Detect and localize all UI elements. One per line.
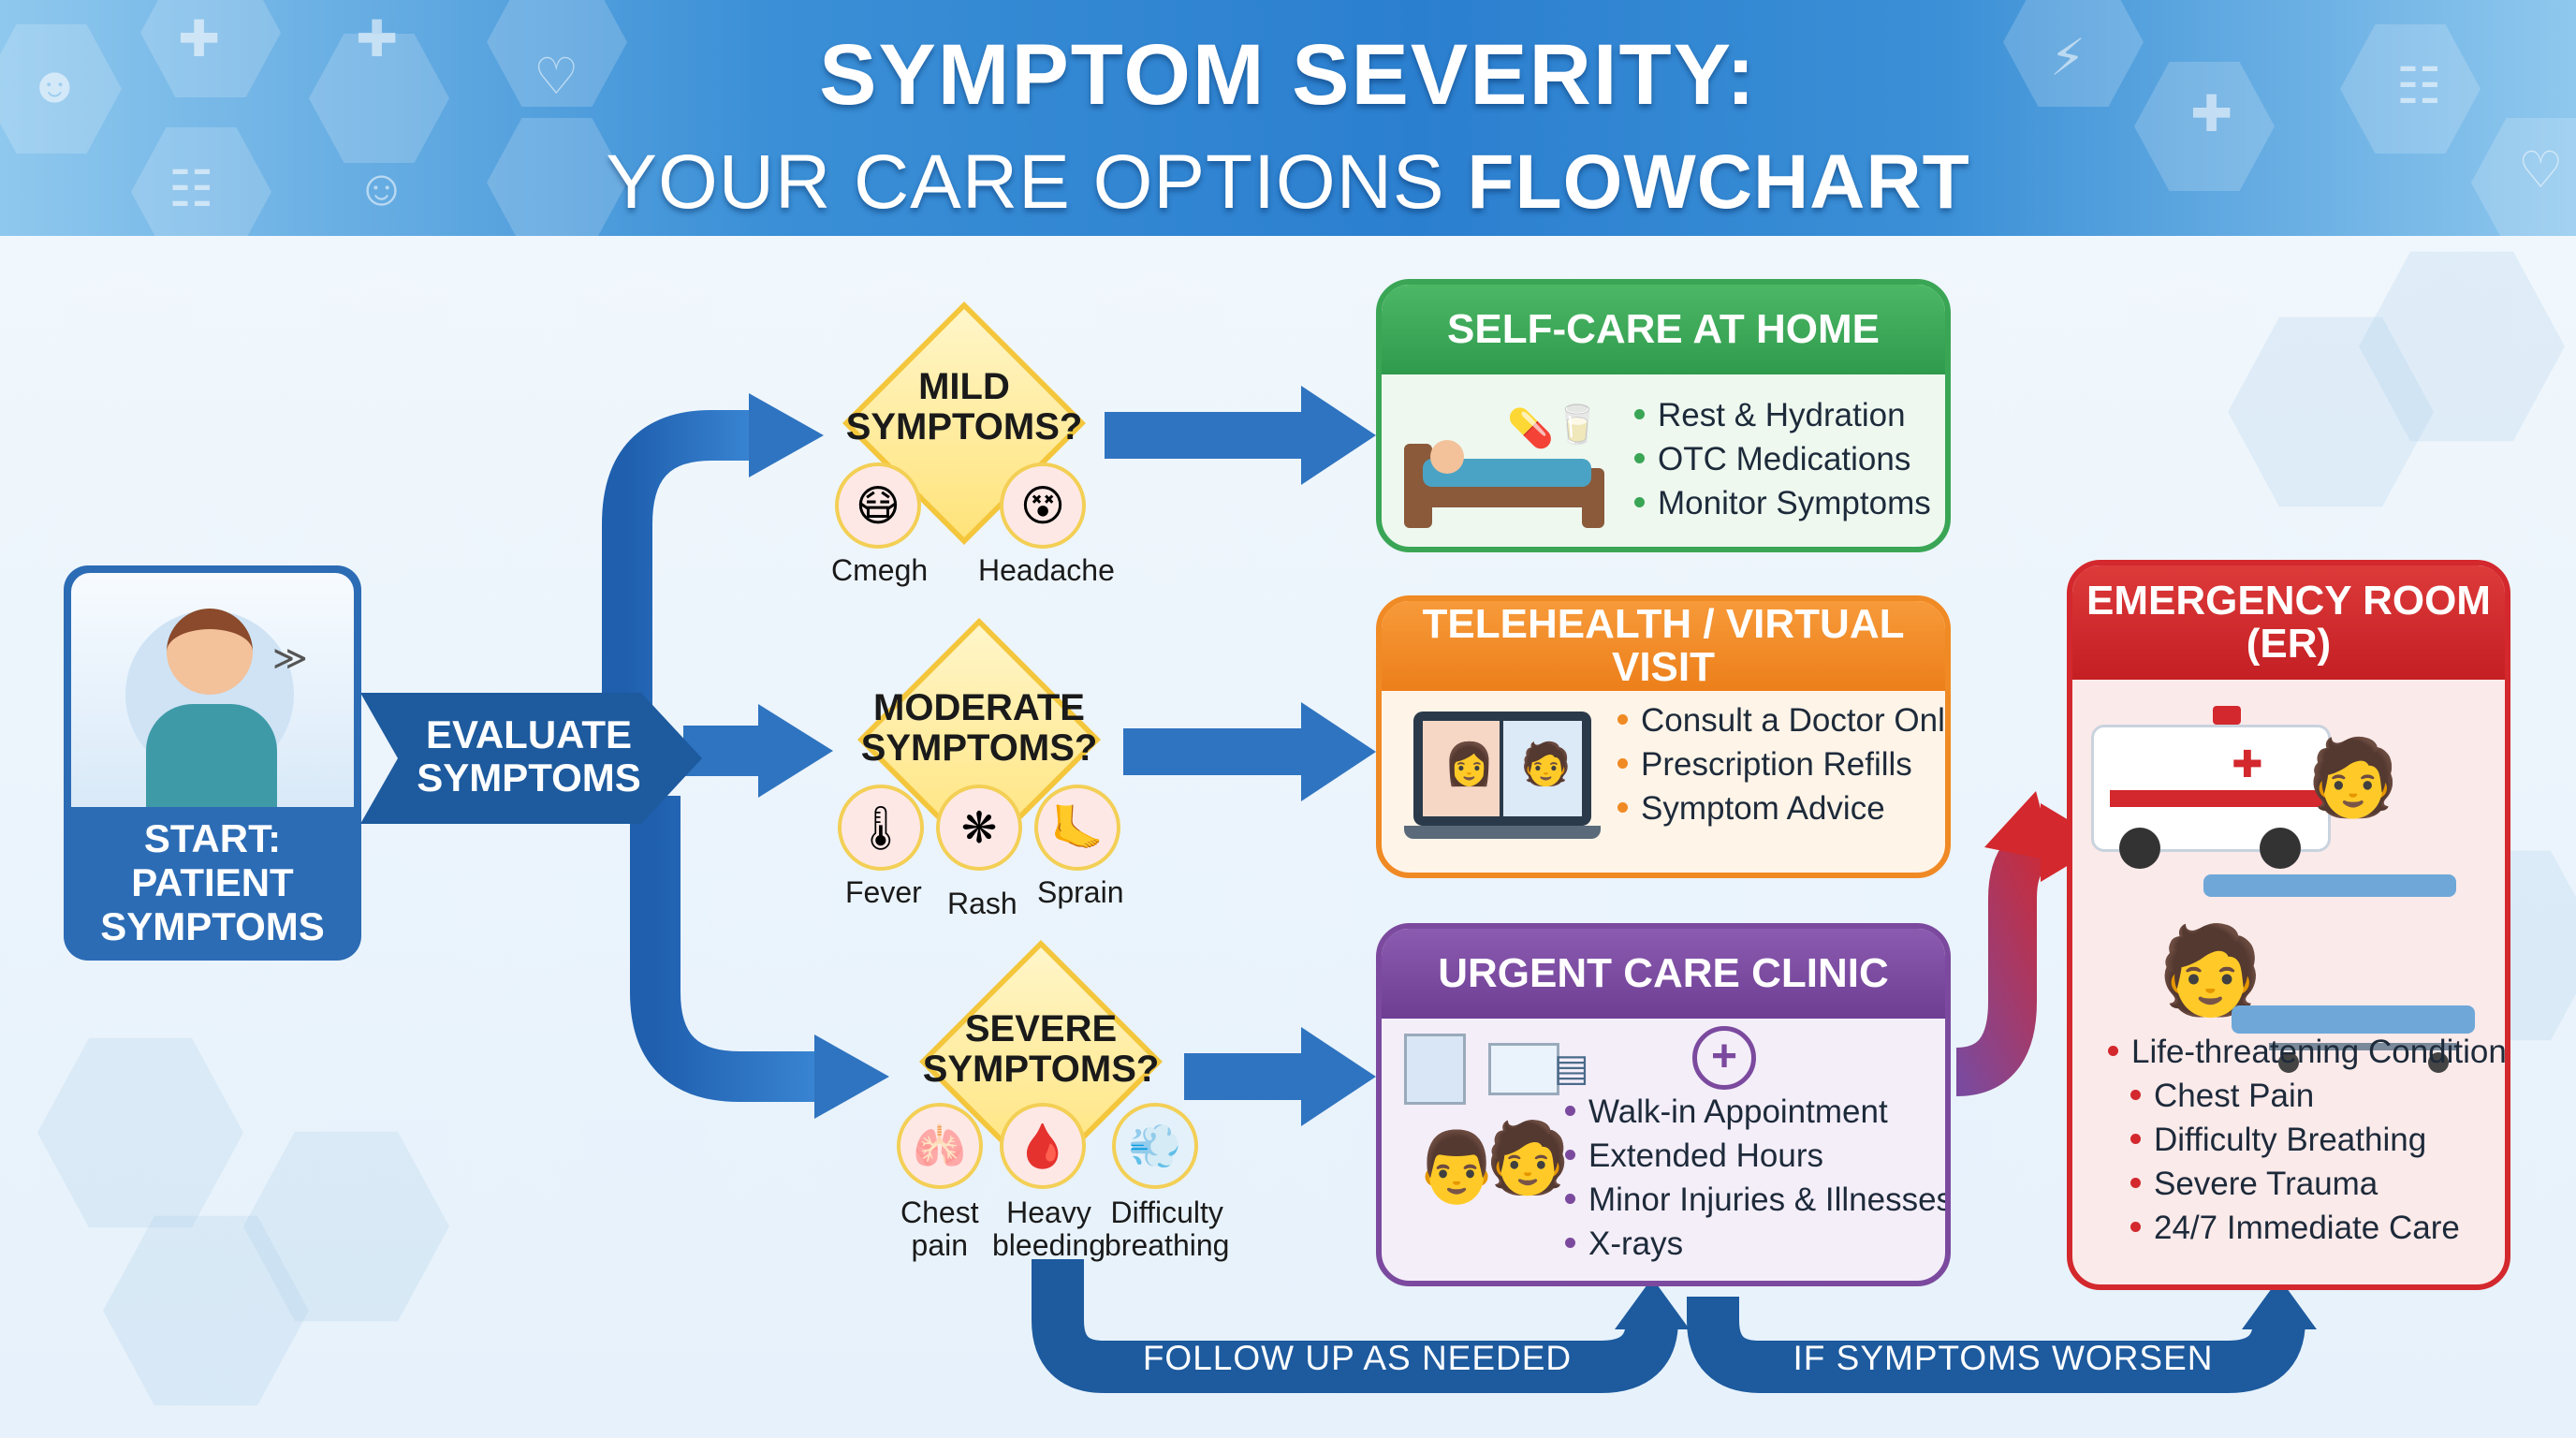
list-item: Life-threatening Conditions [2108,1034,2505,1078]
list-item: Rest & Hydration [1634,397,1931,441]
bed-illustration: 💊 🥛 [1404,404,1610,528]
list-item: Monitor Symptoms [1634,485,1931,529]
breathing-icon: 💨 [1112,1103,1198,1189]
list-item: Prescription Refills [1617,746,1945,790]
patient-head-icon [167,609,253,695]
list-item: Severe Trauma [2108,1166,2505,1210]
list-item: Extended Hours [1565,1137,1945,1181]
worsen-label: IF SYMPTOMS WORSEN [1793,1339,2214,1377]
page-subtitle: YOUR CARE OPTIONS FLOWCHART [606,139,1970,225]
cough-lines-icon: ≫ [272,638,308,677]
cross-icon: ✚ [2232,744,2263,785]
list-item: OTC Medications [1634,441,1931,485]
arrow-mild-to-selfcare [1105,386,1376,485]
start-illustration: ≫ [71,573,354,807]
nurse-icon: ☺ [356,160,408,216]
sprain-icon: 🦶 [1034,785,1120,871]
telehealth-title: TELEHEALTH / VIRTUAL VISIT [1382,601,1945,691]
heart-icon: ♡ [534,49,579,105]
list-item: Consult a Doctor Online [1617,702,1945,746]
moderate-example-label: Fever [845,875,922,909]
follow-up-loop [1032,1259,2317,1393]
mild-example-label: Headache [978,553,1115,587]
clipboard-icon: ☷ [2396,58,2442,114]
background-hexagon [2228,316,2434,507]
pills-icon: 💊 [1507,408,1554,449]
list-item: Symptom Advice [1617,790,1945,834]
er-list: Life-threatening Conditions Chest Pain D… [2108,1034,2505,1254]
heart-icon: ♡ [2518,142,2564,198]
list-item: Minor Injuries & Illnesses [1565,1181,1945,1225]
medical-kit-icon: ✚ [178,11,221,67]
branch-to-mild [602,393,824,712]
list-item: 24/7 Immediate Care [2108,1210,2505,1254]
evaluate-arrow [360,693,702,824]
er-box: EMERGENCY ROOM(ER) ✚ 🧑 🧑 Life-threatenin… [2067,560,2510,1290]
urgent-care-list: Walk-in Appointment Extended Hours Minor… [1565,1093,1945,1269]
start-label: START: PATIENT SYMPTOMS [100,816,325,949]
urgent-care-box: URGENT CARE CLINIC + 👨 🧑 ▤ Walk-in Appoi… [1376,923,1951,1286]
cough-icon: 😷 [835,462,921,549]
follow-up-label: FOLLOW UP AS NEEDED [1142,1339,1573,1377]
list-item: Walk-in Appointment [1565,1093,1945,1137]
self-care-list: Rest & Hydration OTC Medications Monitor… [1634,397,1931,529]
water-glass-icon: 🥛 [1554,404,1601,446]
er-title: EMERGENCY ROOM(ER) [2072,565,2505,680]
self-care-box: SELF-CARE AT HOME 💊 🥛 Rest & Hydration O… [1376,279,1951,552]
page-title: SYMPTOM SEVERITY: [819,27,1757,123]
first-aid-kit-icon: ✚ [2190,86,2233,142]
doctor-icon: 🧑 [1485,1119,1572,1196]
paramedic-icon: 🧑 [2306,736,2400,819]
mild-example-label: Cmegh [831,553,929,587]
background-hexagon [2359,251,2565,442]
doctor-video-icon: 🧑 [1520,741,1572,787]
list-item: Difficulty Breathing [2108,1122,2505,1166]
patient-video-icon: 👩 [1443,741,1495,787]
headache-icon: 😵 [1000,462,1086,549]
arrow-urgent-to-er [1954,791,2106,1096]
patient-body-icon [146,704,277,807]
start-box: ≫ START: PATIENT SYMPTOMS [64,565,361,961]
pharmacy-icon: ⚡ [2050,30,2086,86]
doctor-icon: 🧑 [2157,923,2264,1019]
arrow-moderate-to-telehealth [1123,702,1376,801]
stretcher-icon [2232,1005,2475,1034]
clinic-illustration: 👨 🧑 [1395,1034,1571,1258]
branch-to-severe [630,796,889,1119]
list-item: X-rays [1565,1225,1945,1269]
bleeding-icon: 🩸 [1000,1103,1086,1189]
list-item: Chest Pain [2108,1078,2505,1122]
moderate-example-label: Sprain [1037,875,1124,909]
moderate-example-label: Rash [947,887,1017,920]
doctor-icon: ☻ [28,57,81,113]
header-hexagon [2340,24,2481,154]
xray-chart-icon: ▤ [1554,1048,1589,1089]
clipboard-icon: ☷ [168,161,214,217]
header-hexagon [2134,62,2275,191]
plus-circle-icon: + [1692,1026,1756,1090]
ambulance-illustration: ✚ 🧑 🧑 [2091,706,2494,1099]
header-banner: ☻ ✚ ☷ ✚ ☺ ♡ ⚡ ✚ ☷ ♡ SYMPTOM SEVERITY: YO… [0,0,2576,236]
thermometer-icon: 🌡 [838,785,924,871]
lungs-icon: 🫁 [897,1103,983,1189]
laptop-illustration: 👩 🧑 [1404,712,1601,852]
branch-to-moderate [683,704,833,798]
arrow-severe-to-urgent [1184,1027,1376,1126]
urgent-care-title: URGENT CARE CLINIC [1382,929,1945,1019]
patient-seated-icon: 👨 [1413,1128,1500,1206]
telehealth-list: Consult a Doctor Online Prescription Ref… [1617,702,1945,834]
telehealth-box: TELEHEALTH / VIRTUAL VISIT 👩 🧑 Consult a… [1376,595,1951,878]
rash-icon: ❋ [936,785,1022,871]
hospital-cross-icon: ✚ [356,11,399,67]
header-hexagon [309,34,449,163]
self-care-title: SELF-CARE AT HOME [1382,285,1945,374]
